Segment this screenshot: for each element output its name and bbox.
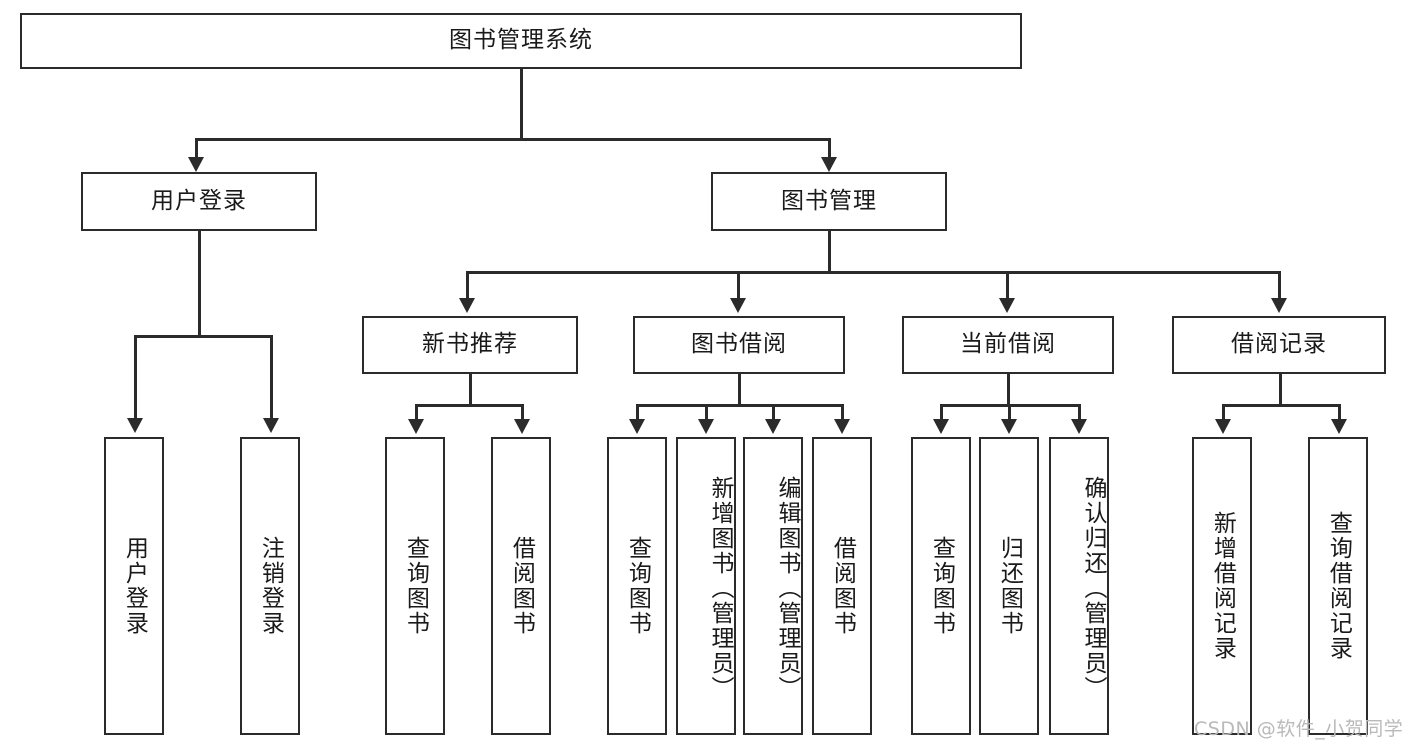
edge-book-mgmt-to-l3-1 <box>737 271 740 301</box>
arrow-book-mgmt-to-l3-1 <box>730 298 746 313</box>
node-current-borrow[interactable]: 当前借阅 <box>902 316 1114 374</box>
node-label: 借阅记录 <box>1231 331 1327 358</box>
leaf-add-book-admin[interactable]: 新增图书（管理员） <box>676 437 736 735</box>
edge-new-book-to-leaf-3 <box>521 404 524 422</box>
edge-root-stem <box>520 69 523 140</box>
edge-record-to-leaf-11 <box>1222 404 1225 422</box>
edge-user-login-stem <box>198 231 201 336</box>
arrow-new-book-to-leaf-2 <box>408 419 424 434</box>
node-label: 注销登录 <box>257 536 284 636</box>
node-label: 新增借阅记录 <box>1209 511 1236 661</box>
node-book-management[interactable]: 图书管理 <box>711 172 947 231</box>
edge-borrow-to-leaf-4 <box>636 404 639 422</box>
node-root-book-management-system[interactable]: 图书管理系统 <box>20 13 1022 69</box>
leaf-query-borrow-record[interactable]: 查询借阅记录 <box>1308 437 1368 735</box>
node-label: 用户登录 <box>121 536 148 636</box>
edge-root-to-book-mgmt <box>828 138 831 162</box>
leaf-user-login[interactable]: 用户登录 <box>104 437 164 735</box>
edge-current-to-leaf-9 <box>1008 404 1011 422</box>
node-label: 查询借阅记录 <box>1325 511 1352 661</box>
node-label: 归还图书 <box>996 536 1023 636</box>
edge-new-book-stem <box>469 374 472 406</box>
node-book-borrow[interactable]: 图书借阅 <box>633 316 845 374</box>
arrow-borrow-to-leaf-5 <box>698 419 714 434</box>
edge-new-book-bus <box>415 404 523 407</box>
node-label: 查询图书 <box>624 536 651 636</box>
node-label: 借阅图书 <box>508 536 535 636</box>
edge-current-stem <box>1007 374 1010 406</box>
edge-book-mgmt-bus <box>466 271 1281 274</box>
edge-borrow-stem <box>738 374 741 406</box>
leaf-edit-book-admin[interactable]: 编辑图书（管理员） <box>743 437 803 735</box>
arrow-user-login-to-leaf-0 <box>127 418 143 433</box>
edge-current-to-leaf-10 <box>1078 404 1081 422</box>
edge-book-mgmt-to-l3-2 <box>1006 271 1009 301</box>
edge-user-login-to-leaf-1 <box>270 335 273 421</box>
edge-borrow-to-leaf-5 <box>705 404 708 422</box>
edge-record-stem <box>1279 374 1282 406</box>
edge-record-bus <box>1222 404 1340 407</box>
edge-new-book-to-leaf-2 <box>415 404 418 422</box>
edge-book-mgmt-to-l3-0 <box>466 271 469 301</box>
arrow-current-to-leaf-10 <box>1071 419 1087 434</box>
arrow-root-to-book-mgmt <box>821 157 837 172</box>
leaf-borrow-book-recommend[interactable]: 借阅图书 <box>491 437 551 735</box>
node-label: 图书管理系统 <box>449 27 593 54</box>
arrow-current-to-leaf-9 <box>1001 419 1017 434</box>
edge-record-to-leaf-12 <box>1338 404 1341 422</box>
edge-user-login-to-leaf-0 <box>134 335 137 421</box>
leaf-query-book-borrow[interactable]: 查询图书 <box>607 437 667 735</box>
node-label: 当前借阅 <box>960 331 1056 358</box>
edge-borrow-to-leaf-6 <box>772 404 775 422</box>
node-label: 查询图书 <box>928 536 955 636</box>
arrow-record-to-leaf-12 <box>1331 419 1347 434</box>
arrow-current-to-leaf-8 <box>933 419 949 434</box>
node-label: 借阅图书 <box>829 536 856 636</box>
edge-user-login-bus <box>134 335 272 338</box>
leaf-add-borrow-record[interactable]: 新增借阅记录 <box>1192 437 1252 735</box>
leaf-borrow-book[interactable]: 借阅图书 <box>812 437 872 735</box>
node-user-login[interactable]: 用户登录 <box>81 172 317 231</box>
node-new-book-recommend[interactable]: 新书推荐 <box>362 316 578 374</box>
leaf-query-book-recommend[interactable]: 查询图书 <box>385 437 445 735</box>
edge-root-bus <box>195 138 831 141</box>
leaf-return-book[interactable]: 归还图书 <box>979 437 1039 735</box>
edge-book-mgmt-to-l3-3 <box>1278 271 1281 301</box>
node-label: 查询图书 <box>402 536 429 636</box>
node-label: 用户登录 <box>151 187 247 214</box>
leaf-confirm-return-admin[interactable]: 确认归还（管理员） <box>1049 437 1109 735</box>
node-label: 图书借阅 <box>691 331 787 358</box>
csdn-watermark: CSDN @软件_小贺同学 <box>1194 718 1404 740</box>
node-borrow-record[interactable]: 借阅记录 <box>1172 316 1386 374</box>
leaf-query-book-current[interactable]: 查询图书 <box>911 437 971 735</box>
edge-borrow-bus <box>636 404 843 407</box>
arrow-borrow-to-leaf-4 <box>629 419 645 434</box>
arrow-borrow-to-leaf-7 <box>834 419 850 434</box>
edge-root-to-user-login <box>195 138 198 162</box>
arrow-book-mgmt-to-l3-0 <box>459 298 475 313</box>
arrow-root-to-user-login <box>188 157 204 172</box>
node-label: 新书推荐 <box>422 331 518 358</box>
edge-current-to-leaf-8 <box>940 404 943 422</box>
arrow-record-to-leaf-11 <box>1215 419 1231 434</box>
arrow-book-mgmt-to-l3-2 <box>999 298 1015 313</box>
arrow-borrow-to-leaf-6 <box>765 419 781 434</box>
node-label: 编辑图书（管理员） <box>774 475 800 701</box>
edge-borrow-to-leaf-7 <box>841 404 844 422</box>
node-label: 新增图书（管理员） <box>707 475 733 701</box>
node-label: 确认归还（管理员） <box>1080 475 1106 701</box>
edge-book-mgmt-stem <box>828 231 831 273</box>
node-label: 图书管理 <box>781 187 877 214</box>
arrow-book-mgmt-to-l3-3 <box>1271 298 1287 313</box>
arrow-user-login-to-leaf-1 <box>263 418 279 433</box>
leaf-logout[interactable]: 注销登录 <box>240 437 300 735</box>
arrow-new-book-to-leaf-3 <box>514 419 530 434</box>
